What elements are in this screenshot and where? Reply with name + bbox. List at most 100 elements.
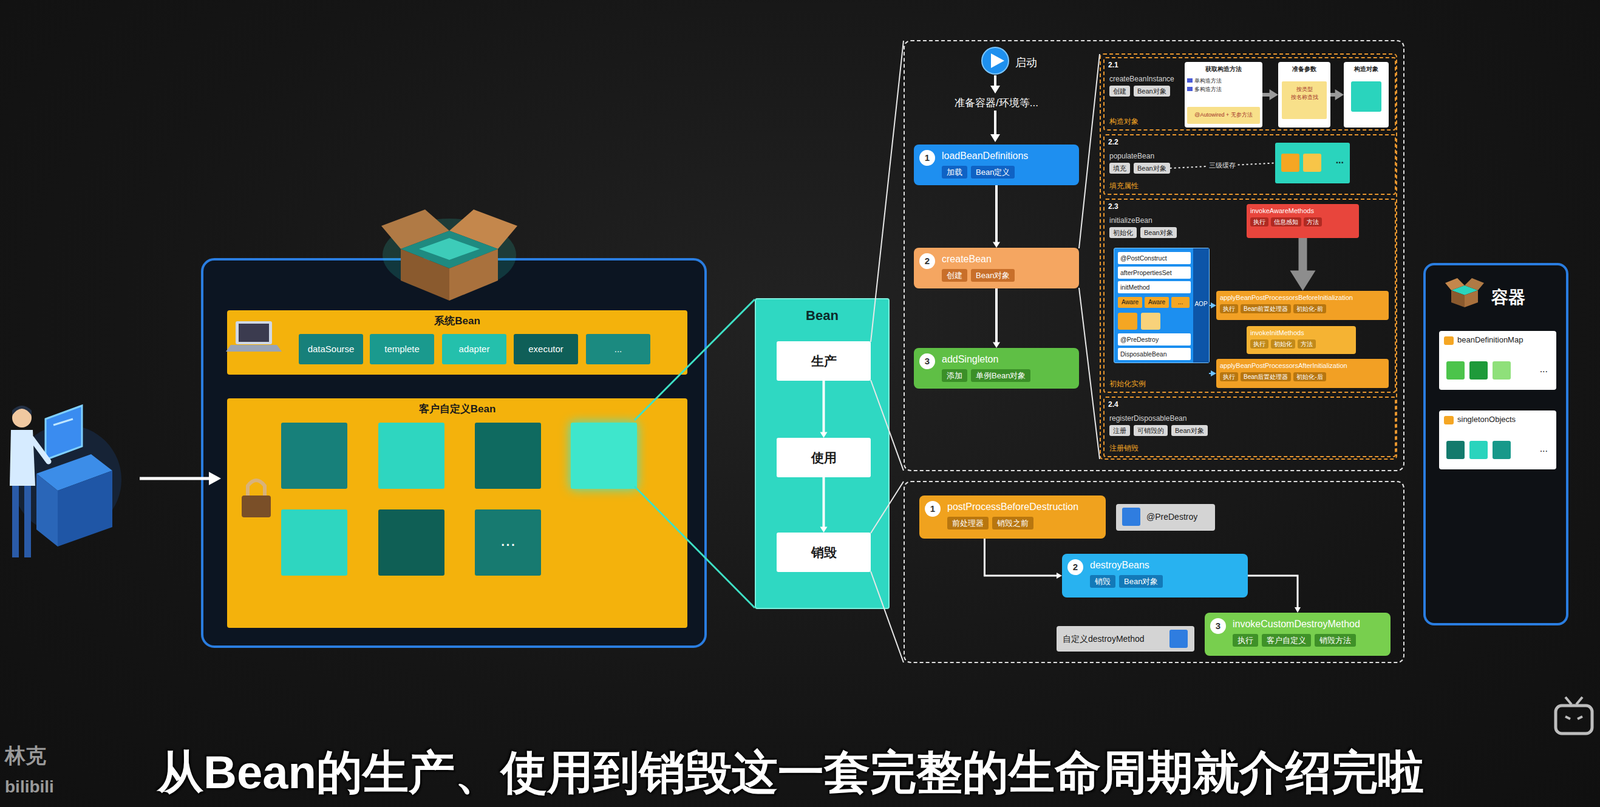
desk-side <box>36 473 58 547</box>
node-text: Bean <box>755 299 889 324</box>
node-text: initializeBean <box>1109 215 1392 226</box>
node-text: 销毁方法 <box>1319 635 1352 646</box>
node-text: singletonObjects <box>1457 414 1516 424</box>
square-block <box>281 422 348 489</box>
node-text: 2.4 <box>1108 400 1119 409</box>
system-bean: ... <box>585 333 651 365</box>
tag-chip: 方法 <box>1303 217 1322 227</box>
arrow-head <box>990 134 1001 143</box>
tag-chip: 创建 <box>1109 85 1131 97</box>
tag-chip: 可销毁的 <box>1133 425 1168 436</box>
arrow-head <box>992 241 1001 248</box>
arrow-head <box>1335 89 1344 101</box>
connector <box>870 481 904 663</box>
flow-arrow <box>994 75 997 87</box>
container-panel: 容器beanDefinitionMap...singletonObjects..… <box>1423 262 1569 626</box>
watermark: 林克 <box>4 742 47 770</box>
node-text: executor <box>513 333 579 365</box>
node-text: applyBeanPostProcessorsAfterInitializati… <box>1219 361 1386 371</box>
node-text: 执行 <box>1253 340 1266 348</box>
node-text: 填充 <box>1113 163 1127 173</box>
node-text: 自定义destroyMethod <box>1062 626 1195 652</box>
node-text: 多构造方法 <box>1187 85 1260 94</box>
arrow-head <box>1210 302 1217 309</box>
lock-body <box>241 495 271 518</box>
system-bean: adapter <box>442 333 507 365</box>
connector-line <box>984 538 1058 576</box>
stage-box: 1loadBeanDefinitions加载Bean定义 <box>913 144 1080 186</box>
tag-chip: 初始化 <box>1109 227 1137 239</box>
aware-chip: Aware <box>1117 296 1143 308</box>
square-block <box>1122 507 1141 526</box>
play-triangle <box>990 53 1005 69</box>
connector-line <box>1208 372 1212 375</box>
lock-shackle <box>247 480 265 497</box>
node-text: @Autowired + 无参方法 <box>1187 111 1260 120</box>
connector <box>984 538 1063 579</box>
node-text: 销毁 <box>776 532 871 572</box>
node-text: postProcessBeforeDestruction <box>947 500 1101 514</box>
node-text: 1 <box>924 500 941 517</box>
node-text: 2.2 <box>1108 137 1119 147</box>
node-text: ... <box>1539 363 1548 375</box>
node-text: Bean对象 <box>1143 228 1174 237</box>
map-card: singletonObjects... <box>1439 410 1557 470</box>
tag-chip: 创建 <box>941 268 968 282</box>
aware-chip: ... <box>1171 296 1190 308</box>
stage-box: 2createBean创建Bean对象 <box>913 247 1080 289</box>
subtitle: 从Bean的生产、使用到销毁这一套完整的生命周期就介绍完啦 <box>145 742 1436 805</box>
substep-frame: 2.1createBeanInstance构造对象创建Bean对象获取构造方法单… <box>1099 53 1398 460</box>
substep-box: 2.3initializeBean初始化实例初始化Bean对象@PostCons… <box>1103 198 1396 393</box>
node-text: 按类型 <box>1281 85 1327 94</box>
node-text: 2.3 <box>1108 202 1119 211</box>
annotation-doc: @PreDestroy <box>1116 503 1216 531</box>
bilibili-icon <box>1555 705 1593 734</box>
connector <box>870 40 904 471</box>
node-text: applyBeanPostProcessorsBeforeInitializat… <box>1219 293 1386 303</box>
tag-chip: 执行 <box>1232 633 1259 647</box>
node-text: Bean对象 <box>975 270 1010 281</box>
node-text: 注册销毁 <box>1109 443 1139 454</box>
connector <box>992 185 1001 248</box>
map-card: beanDefinitionMap... <box>1439 330 1557 390</box>
node-text: 销毁之前 <box>997 517 1029 529</box>
tag-chip: 方法 <box>1297 339 1316 349</box>
node-text: 客户自定义Bean <box>227 398 688 416</box>
watermark: bilibili <box>4 777 55 797</box>
square-block <box>474 422 542 489</box>
node-text: loadBeanDefinitions <box>941 149 1075 163</box>
tag-chip: Bean定义 <box>970 165 1015 179</box>
node-text: @PreDestroy <box>1120 333 1191 346</box>
node-text: DisposableBean <box>1120 347 1191 361</box>
person-body <box>9 429 36 486</box>
info-panel: 构造对象 <box>1343 61 1389 128</box>
connector <box>1262 89 1279 101</box>
phase-box: 使用 <box>776 437 871 478</box>
laptop-base <box>225 344 282 352</box>
connector <box>1330 89 1344 101</box>
connector-line <box>1247 575 1298 608</box>
square-block <box>1303 153 1322 172</box>
node-text: beanDefinitionMap <box>1457 335 1523 345</box>
node-text: initMethod <box>1120 281 1191 294</box>
connector-line <box>870 571 904 663</box>
node-text: 2 <box>1067 559 1084 576</box>
square-block <box>1351 81 1382 112</box>
tag-chip: 加载 <box>941 165 968 179</box>
node-text: @PreDestroy <box>1146 503 1216 530</box>
connector-line <box>1262 92 1271 97</box>
tag-chip: 初始化 <box>1270 339 1296 349</box>
node-text: 可销毁的 <box>1137 426 1165 435</box>
custom-bean: ... <box>474 509 542 576</box>
node-text: Bean定义 <box>975 166 1010 178</box>
tag-chip: 执行 <box>1250 339 1269 349</box>
tag-chip: Bean对象 <box>1133 85 1171 97</box>
connector-line <box>1079 287 1100 460</box>
person-arm <box>31 438 49 462</box>
desk-top <box>36 454 113 491</box>
node-text: addSingleton <box>941 353 1075 366</box>
node-text: invokeCustomDestroyMethod <box>1232 618 1386 631</box>
node-text: 2.1 <box>1108 60 1119 70</box>
info-panel: 获取构造方法单构造方法多构造方法@Autowired + 无参方法 <box>1184 61 1263 128</box>
square-block <box>1140 312 1161 330</box>
